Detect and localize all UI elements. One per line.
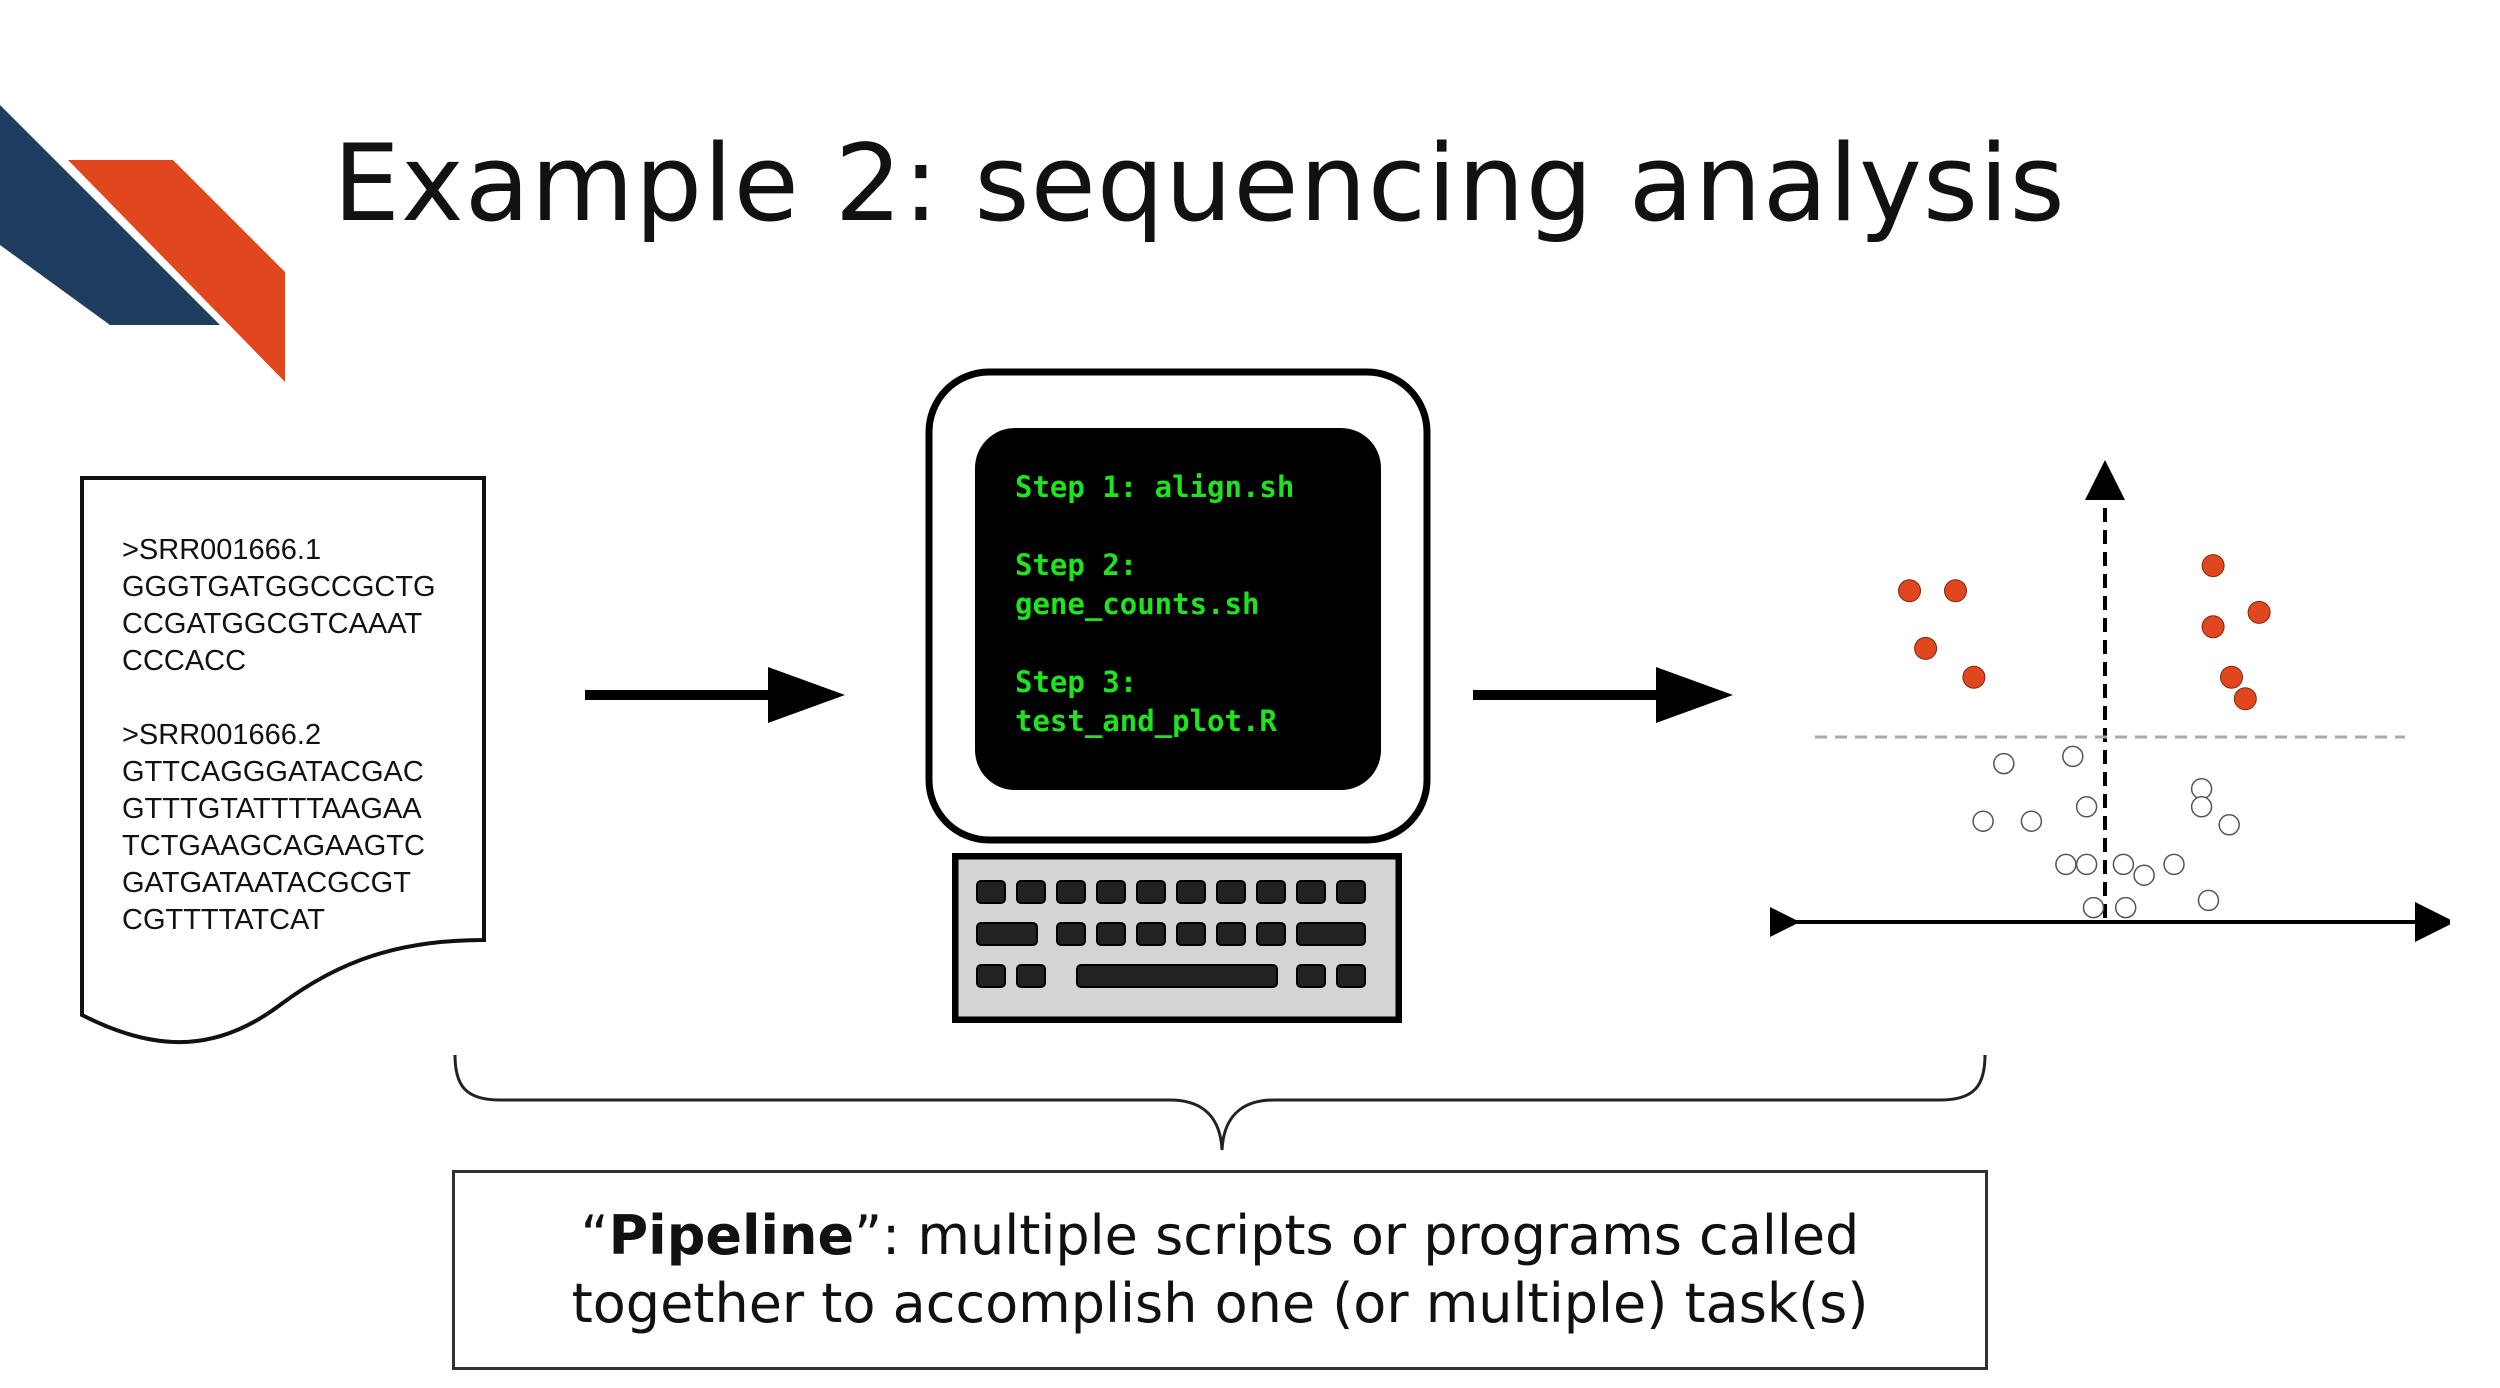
significant-point xyxy=(2247,600,2271,624)
nonsignificant-point xyxy=(1972,810,1994,832)
volcano-plot xyxy=(1770,460,2450,942)
fasta-sequence-line: CCGATGGCGTCAAAT xyxy=(122,608,423,640)
keyboard-key xyxy=(1336,964,1366,988)
keyboard-key xyxy=(976,922,1038,946)
computer-monitor-icon xyxy=(925,368,1431,844)
keyboard-key xyxy=(1296,880,1326,904)
keyboard-key xyxy=(1016,964,1046,988)
fasta-record-2: >SRR001666.2 GTTCAGGGATACGAC GTTTGTATTTT… xyxy=(122,717,452,939)
caption-line-1: ”: multiple scripts or programs called xyxy=(854,1204,1860,1267)
keyboard-key xyxy=(1296,964,1326,988)
significant-point xyxy=(2201,615,2225,639)
nonsignificant-point xyxy=(2133,864,2155,886)
corner-logo xyxy=(0,105,285,382)
terminal-step: Step 1: align.sh xyxy=(1015,468,1395,507)
terminal-line: Step 2: xyxy=(1015,548,1138,582)
keyboard-key xyxy=(1016,880,1046,904)
significant-point xyxy=(1914,636,1938,660)
nonsignificant-point xyxy=(2218,814,2240,836)
keyboard-icon xyxy=(952,853,1402,1023)
logo-navy-stripe xyxy=(0,105,220,325)
nonsignificant-point xyxy=(2082,896,2105,919)
terminal-line: Step 1: align.sh xyxy=(1015,470,1295,504)
significant-point xyxy=(2233,687,2257,711)
fasta-sequence-line: GTTCAGGGATACGAC xyxy=(122,756,424,788)
significant-point xyxy=(2201,554,2225,578)
nonsignificant-point xyxy=(2163,853,2185,876)
nonsignificant-point xyxy=(2190,796,2213,818)
keyboard-key xyxy=(976,880,1006,904)
nonsignificant-point xyxy=(2062,745,2084,768)
keyboard-key xyxy=(1256,922,1286,946)
fasta-content: >SRR001666.1 GGGTGATGGCCGCTG CCGATGGCGTC… xyxy=(122,532,452,976)
nonsignificant-point xyxy=(2055,853,2077,876)
significant-point xyxy=(2220,665,2243,689)
terminal-line: test_and_plot.R xyxy=(1015,704,1277,738)
fasta-header: >SRR001666.1 xyxy=(122,534,322,566)
fasta-sequence-line: GTTTGTATTTTAAGAA xyxy=(122,793,422,825)
pipeline-definition-box: “Pipeline”: multiple scripts or programs… xyxy=(452,1170,1988,1370)
fasta-sequence-line: GGGTGATGGCCGCTG xyxy=(122,571,436,603)
significant-point xyxy=(1898,579,1921,603)
fasta-sequence-line: TCTGAAGCAGAAGTC xyxy=(122,830,425,862)
terminal-screen xyxy=(975,428,1381,790)
keyboard-key xyxy=(1176,880,1206,904)
terminal-content: Step 1: align.sh Step 2: gene_counts.sh … xyxy=(1015,468,1395,780)
terminal-line: gene_counts.sh xyxy=(1015,587,1260,621)
nonsignificant-point xyxy=(1993,752,2015,775)
keyboard-key xyxy=(1056,922,1086,946)
keyboard-key xyxy=(1216,880,1246,904)
fasta-sequence-line: CGTTTTATCAT xyxy=(122,904,325,936)
caption-line-2: together to accomplish one (or multiple)… xyxy=(571,1272,1869,1335)
fasta-sequence-line: CCCACC xyxy=(122,645,247,677)
keyboard-key xyxy=(1296,922,1366,946)
keyboard-key xyxy=(1136,922,1166,946)
keyboard-key xyxy=(1096,880,1126,904)
open-quote: “ xyxy=(580,1204,609,1267)
terminal-step: Step 3: test_and_plot.R xyxy=(1015,663,1395,741)
nonsignificant-point xyxy=(2197,889,2220,912)
fasta-document-icon xyxy=(80,476,486,1045)
arrow-right-icon xyxy=(1473,667,1733,723)
nonsignificant-point xyxy=(2114,896,2137,919)
terminal-step: Step 2: gene_counts.sh xyxy=(1015,546,1395,624)
nonsignificant-point xyxy=(2020,810,2043,832)
keyboard-key xyxy=(1056,880,1086,904)
keyboard-key xyxy=(1136,880,1166,904)
fasta-record-1: >SRR001666.1 GGGTGATGGCCGCTG CCGATGGCGTC… xyxy=(122,532,452,680)
keyboard-key xyxy=(1256,880,1286,904)
nonsignificant-point xyxy=(2112,853,2135,876)
keyboard-key xyxy=(1176,922,1206,946)
logo-orange-stripe xyxy=(68,160,285,382)
keyboard-key xyxy=(1096,922,1126,946)
curly-brace xyxy=(453,1054,1987,1151)
keyboard-key xyxy=(1076,964,1278,988)
pipeline-term: Pipeline xyxy=(608,1204,855,1267)
terminal-line: Step 3: xyxy=(1015,665,1138,699)
nonsignificant-point xyxy=(2075,796,2098,818)
keyboard-key xyxy=(1336,880,1366,904)
significant-point xyxy=(1944,579,1967,603)
arrow-right-icon xyxy=(585,667,845,723)
slide-title: Example 2: sequencing analysis xyxy=(333,122,2066,245)
significant-point xyxy=(1962,665,1986,689)
nonsignificant-point xyxy=(2075,853,2098,876)
keyboard-key xyxy=(976,964,1006,988)
pipeline-definition: “Pipeline”: multiple scripts or programs… xyxy=(572,1202,1869,1338)
nonsignificant-point xyxy=(2190,778,2213,800)
fasta-sequence-line: GATGATAATACGCGT xyxy=(122,867,411,899)
fasta-header: >SRR001666.2 xyxy=(122,719,322,751)
keyboard-key xyxy=(1216,922,1246,946)
